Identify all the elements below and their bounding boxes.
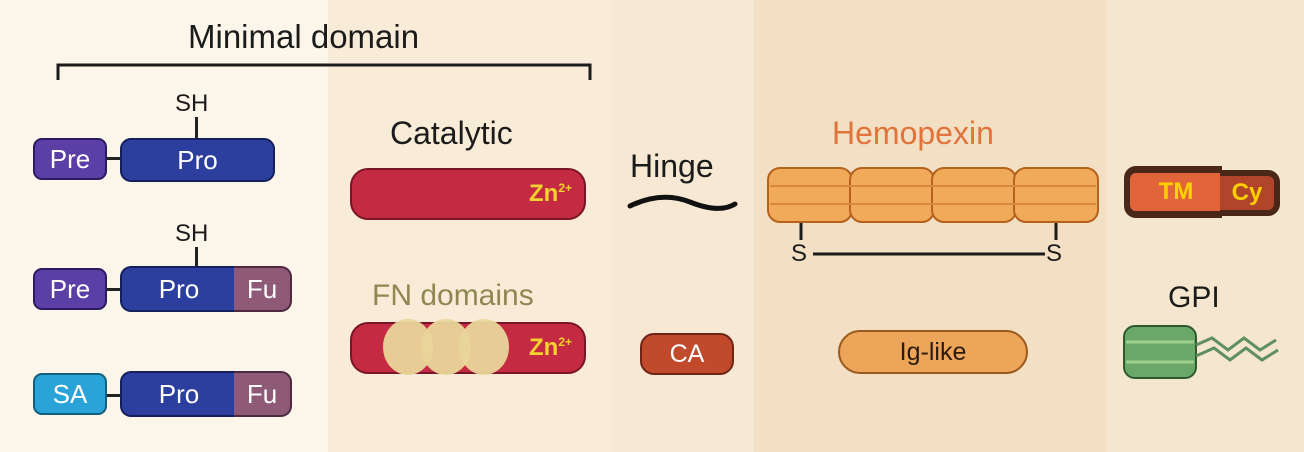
fu-domain-row2: Fu	[234, 266, 292, 312]
gpi-lipid-chain-upper	[1195, 336, 1277, 352]
minimal-domain-label: Minimal domain	[188, 18, 420, 55]
s-label-right: S	[1046, 240, 1063, 267]
fn-repeat-1	[383, 319, 433, 375]
ca-domain: CA	[640, 333, 734, 375]
hemopexin-title: Hemopexin	[832, 115, 994, 151]
panel-hinge	[612, 0, 754, 452]
ig-like-domain: Ig-like	[838, 330, 1028, 374]
sh-connector-row1	[195, 117, 198, 141]
sh-connector-row2	[195, 247, 198, 268]
tm-domain: TM	[1124, 166, 1222, 218]
fu-domain-row3: Fu	[234, 371, 292, 417]
catalytic-title: Catalytic	[390, 115, 513, 151]
gpi-lipid-chain-lower	[1195, 346, 1279, 362]
pre-pro-linker-row1	[105, 157, 123, 160]
panel-catalytic	[328, 0, 612, 452]
fn-repeat-3	[459, 319, 509, 375]
s-label-left: S	[791, 240, 808, 267]
panel-hemopexin	[754, 0, 1106, 452]
sa-pro-linker-row3	[105, 394, 123, 397]
zn-label-catalytic: Zn2+	[528, 180, 572, 207]
pro-domain-row3: Pro	[120, 371, 236, 417]
cy-domain-core: Cy	[1220, 176, 1274, 210]
pre-domain-row1: Pre	[33, 138, 107, 180]
catalytic-domain: Zn2+	[350, 168, 586, 220]
sh-label-row2: SH	[175, 220, 209, 247]
pre-pro-linker-row2	[105, 288, 123, 291]
pro-domain-row2: Pro	[120, 266, 236, 312]
cy-domain: Cy	[1220, 170, 1280, 216]
gpi-domain	[1123, 325, 1197, 379]
fn-domains-title: FN domains	[372, 279, 534, 312]
fn-repeat-2	[421, 319, 471, 375]
pro-domain-row1: Pro	[120, 138, 275, 182]
gpi-title: GPI	[1168, 281, 1220, 314]
pre-domain-row2: Pre	[33, 268, 107, 310]
sa-domain-row3: SA	[33, 373, 107, 415]
hinge-title: Hinge	[630, 148, 714, 184]
tm-domain-core: TM	[1130, 173, 1222, 211]
zn-label-fn: Zn2+	[528, 334, 572, 361]
hemopexin-blade-4	[1013, 167, 1099, 223]
sh-label-row1: SH	[175, 90, 209, 117]
